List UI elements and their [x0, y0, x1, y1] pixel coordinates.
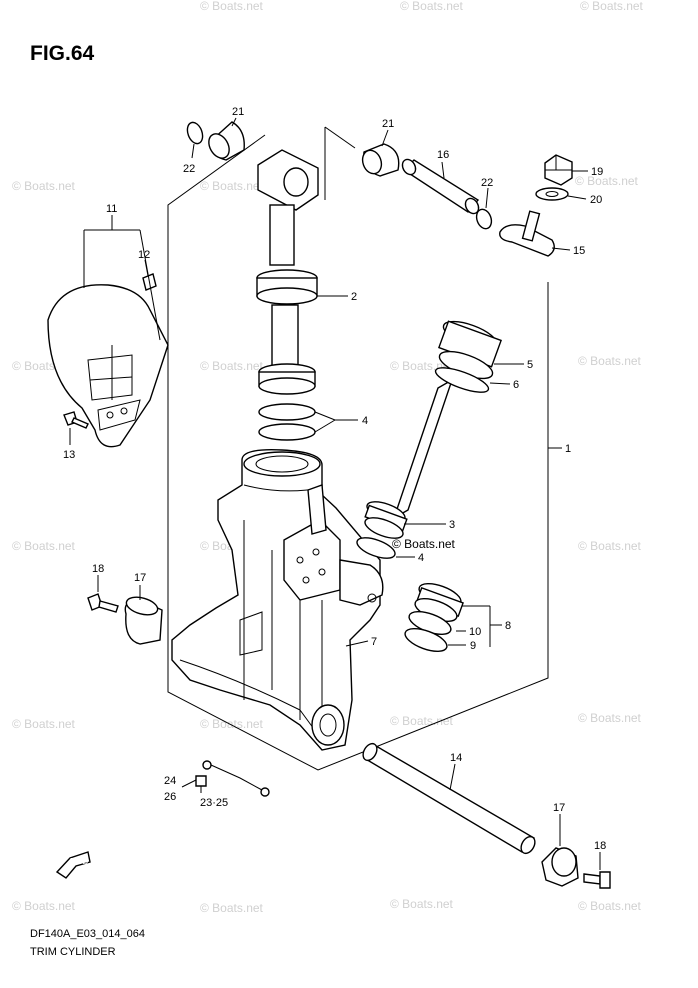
bolt-18a [87, 593, 119, 613]
assembly-outline [167, 134, 549, 771]
callout-18: 18 [92, 563, 104, 575]
callout-14: 14 [450, 752, 462, 764]
valve-parts-8-10-9 [404, 582, 464, 653]
bush-17a [124, 596, 163, 645]
callout-21: 21 [382, 118, 394, 130]
callout-4: 4 [418, 552, 424, 564]
fwd-arrow-icon: FWD [55, 851, 91, 879]
watermark: © Boats.net [200, 901, 264, 915]
watermark: © Boats.net [578, 354, 642, 368]
callout-2: 2 [351, 291, 357, 303]
callout-7: 7 [371, 636, 377, 648]
watermark: © Boats.net [580, 0, 644, 13]
watermark: © Boats.net [578, 899, 642, 913]
tilt-rod-assembly [356, 320, 502, 559]
bush-17b [541, 847, 579, 887]
callout-3: 3 [449, 519, 455, 531]
bolt-13 [63, 411, 89, 429]
watermark: © Boats.net [200, 0, 264, 13]
watermark: © Boats.net [12, 179, 76, 193]
watermark: © Boats.net [392, 537, 456, 551]
cover-11 [47, 284, 169, 448]
callout-21: 21 [232, 106, 244, 118]
piston-rings-4a [258, 363, 316, 441]
watermark: © Boats.net [400, 0, 464, 13]
bolt-18b [583, 871, 611, 889]
callout-19: 19 [591, 166, 603, 178]
cylinder-body-7 [171, 449, 384, 751]
callout-4: 4 [362, 415, 368, 427]
diagram-code: DF140A_E03_014_064 [30, 928, 145, 940]
washer-20 [535, 187, 569, 201]
watermark: © Boats.net [390, 714, 454, 728]
bush-21a [186, 121, 245, 161]
callout-20: 20 [590, 194, 602, 206]
callout-10: 10 [469, 626, 481, 638]
trim-rod-assembly [256, 149, 319, 368]
callout-17: 17 [553, 802, 565, 814]
callout-17: 17 [134, 572, 146, 584]
callout-18: 18 [594, 840, 606, 852]
callout-24: 24 [164, 775, 176, 787]
assembly-outline-top [324, 126, 356, 149]
watermark: © Boats.net [578, 711, 642, 725]
watermark: © Boats.net [200, 717, 264, 731]
callout-12: 12 [138, 249, 150, 261]
nut-19 [544, 154, 573, 186]
watermark: © Boats.net [12, 899, 76, 913]
callout-15: 15 [573, 245, 585, 257]
diagram-subtitle: TRIM CYLINDER [30, 946, 116, 958]
bush-21b [361, 143, 400, 177]
callout-22: 22 [481, 177, 493, 189]
figure-title: FIG.64 [30, 42, 95, 65]
callout-13: 13 [63, 449, 75, 461]
watermark: © Boats.net [200, 179, 264, 193]
callout-1: 1 [565, 443, 571, 455]
watermark: © Boats.net [575, 174, 639, 188]
shaft-14 [362, 742, 536, 855]
watermark: © Boats.net [200, 359, 264, 373]
fwd-label: FWD [70, 857, 88, 866]
callout-5: 5 [527, 359, 533, 371]
callout-6: 6 [513, 379, 519, 391]
callout-8: 8 [505, 620, 511, 632]
ring-22b [475, 208, 493, 230]
callout-26: 26 [164, 791, 176, 803]
callout-16: 16 [437, 149, 449, 161]
watermark: © Boats.net [12, 717, 76, 731]
watermark: © Boats.net [12, 539, 76, 553]
callout-labels: 21 22 21 16 19 20 22 15 11 12 2 5 6 4 1 … [63, 106, 606, 852]
watermark: © Boats.net [390, 897, 454, 911]
callout-11: 11 [106, 203, 117, 215]
watermark: © Boats.net [578, 539, 642, 553]
callout-23-25: 23·25 [200, 797, 228, 809]
leader-lines [69, 117, 601, 870]
callout-22: 22 [183, 163, 195, 175]
pin-16 [401, 158, 480, 215]
callout-9: 9 [470, 640, 476, 652]
ground-wire-24-26 [195, 760, 270, 797]
watermark-layer: © Boats.net © Boats.net © Boats.net © Bo… [12, 0, 644, 915]
fitting-15 [499, 210, 555, 257]
